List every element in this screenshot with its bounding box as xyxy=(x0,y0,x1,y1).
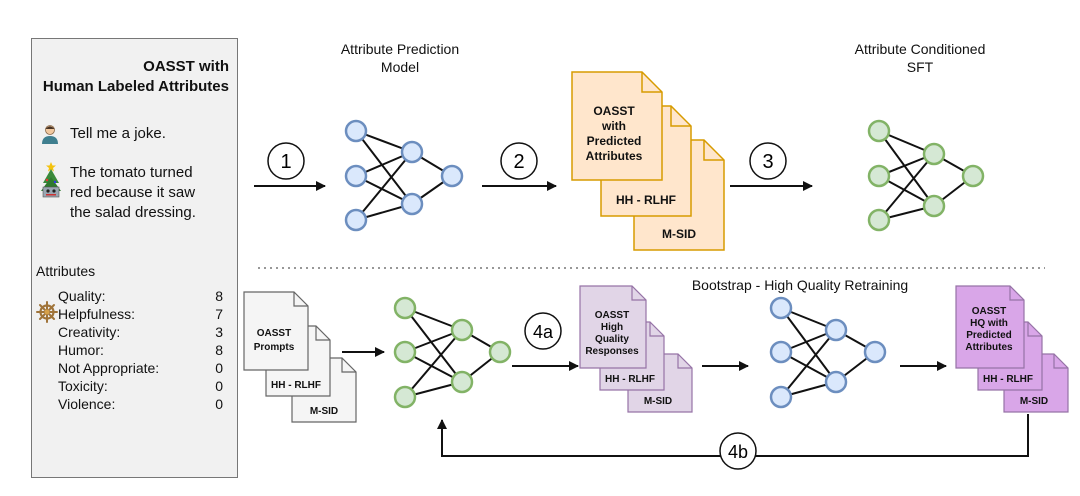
attribute-value: 0 xyxy=(215,360,223,376)
bot-message-line2: red because it saw xyxy=(70,184,196,201)
attributes-list: Quality: 8 Helpfulness: 7 Creativity: 3 … xyxy=(58,287,223,413)
doc-oasst-hq-responses: OASST High Quality Responses xyxy=(579,285,647,369)
attribute-value: 3 xyxy=(215,324,223,340)
step-1-label: 1 xyxy=(280,151,291,173)
step-3-badge: 3 xyxy=(749,142,787,180)
high-quality-responses-doc-stack: M-SID HH - RLHF OASST High Quality Respo… xyxy=(579,285,693,413)
bootstrap-sft-network xyxy=(393,296,512,409)
doc-label-line2: HQ with xyxy=(970,318,1008,329)
panel-title-line1: OASST with xyxy=(143,58,229,75)
ship-wheel-icon xyxy=(36,301,58,323)
attribute-row-toxicity: Toxicity: 0 xyxy=(58,377,223,395)
attribute-value: 0 xyxy=(215,396,223,412)
retrained-attribute-prediction-network xyxy=(769,296,887,409)
bootstrap-caption: Bootstrap - High Quality Retraining xyxy=(691,277,909,293)
doc-oasst-hq-predicted: OASST HQ with Predicted Attributes xyxy=(955,285,1025,369)
assistant-tree-icon xyxy=(41,162,61,198)
doc-oasst-prompts: OASST Prompts xyxy=(243,291,309,371)
doc-oasst-predicted: OASST with Predicted Attributes xyxy=(571,71,663,181)
doc-label-m-sid: M-SID xyxy=(310,406,338,417)
doc-label-line2: High xyxy=(601,322,623,333)
hq-predicted-attributes-doc-stack: M-SID HH - RLHF OASST HQ with Predicted … xyxy=(955,285,1069,413)
step-4a-badge: 4a xyxy=(524,312,562,350)
attribute-conditioned-sft-caption: Attribute Conditioned SFT xyxy=(820,40,1020,76)
doc-label-m-sid: M-SID xyxy=(1020,396,1048,407)
doc-label-line4: Attributes xyxy=(965,342,1013,353)
attribute-name: Violence: xyxy=(58,396,116,412)
attribute-name: Toxicity: xyxy=(58,378,108,394)
attribute-value: 7 xyxy=(215,306,223,322)
attribute-row-helpfulness: Helpfulness: 7 xyxy=(58,305,223,323)
attribute-row-violence: Violence: 0 xyxy=(58,395,223,413)
doc-label-line4: Attributes xyxy=(586,149,643,163)
attribute-name: Creativity: xyxy=(58,324,121,340)
doc-label-line1: OASST xyxy=(593,104,635,118)
doc-label-line4: Responses xyxy=(585,346,639,357)
caption-line1: Attribute Conditioned xyxy=(854,41,986,57)
doc-label-line1: OASST xyxy=(595,310,629,321)
attribute-row-quality: Quality: 8 xyxy=(58,287,223,305)
user-avatar-icon xyxy=(42,125,58,144)
user-chat-row: Tell me a joke. xyxy=(40,124,166,150)
panel-title-line2: Human Labeled Attributes xyxy=(42,78,229,95)
doc-label-hh-rlhf: HH - RLHF xyxy=(271,380,321,391)
doc-label-line3: Predicted xyxy=(966,330,1012,341)
attribute-prediction-network xyxy=(344,119,464,232)
attribute-row-creativity: Creativity: 3 xyxy=(58,323,223,341)
caption-line2: SFT xyxy=(906,59,934,75)
doc-label-line3: Quality xyxy=(595,334,629,345)
doc-label-m-sid: M-SID xyxy=(644,396,672,407)
bot-message: The tomato turned red because it saw the… xyxy=(70,163,196,223)
attribute-name: Helpfulness: xyxy=(58,306,136,322)
step-2-label: 2 xyxy=(513,151,524,173)
attribute-name: Humor: xyxy=(58,342,104,358)
step-2-badge: 2 xyxy=(500,142,538,180)
step-1-badge: 1 xyxy=(267,142,305,180)
doc-label-hh-rlhf: HH - RLHF xyxy=(616,193,676,207)
panel-title: OASST with Human Labeled Attributes xyxy=(43,57,229,97)
doc-label-line1: OASST xyxy=(972,306,1006,317)
oasst-human-labeled-panel: OASST with Human Labeled Attributes Tell… xyxy=(31,38,238,478)
predicted-attributes-doc-stack: M-SID HH - RLHF OASST with Predicted Att… xyxy=(571,71,725,251)
bot-chat-row: The tomato turned red because it saw the… xyxy=(40,161,196,221)
caption-line2: Model xyxy=(380,59,420,75)
doc-label-line2: with xyxy=(601,119,626,133)
attribute-value: 0 xyxy=(215,378,223,394)
doc-label-hh-rlhf: HH - RLHF xyxy=(983,374,1033,385)
attribute-name: Quality: xyxy=(58,288,106,304)
attribute-row-humor: Humor: 8 xyxy=(58,341,223,359)
attribute-value: 8 xyxy=(215,288,223,304)
doc-label-hh-rlhf: HH - RLHF xyxy=(605,374,655,385)
caption-line1: Attribute Prediction xyxy=(340,41,460,57)
attribute-row-not-appropriate: Not Appropriate: 0 xyxy=(58,359,223,377)
doc-label-line1: OASST xyxy=(257,328,291,339)
doc-label-m-sid: M-SID xyxy=(662,227,696,241)
doc-label-line3: Predicted xyxy=(587,134,642,148)
attribute-value: 8 xyxy=(215,342,223,358)
step-3-label: 3 xyxy=(762,151,773,173)
step-4b-badge: 4b xyxy=(719,432,757,470)
user-message: Tell me a joke. xyxy=(70,125,166,142)
attributes-heading: Attributes xyxy=(36,263,96,279)
bot-message-line3: the salad dressing. xyxy=(70,204,196,221)
doc-label-line2: Prompts xyxy=(254,342,295,353)
step-4b-label: 4b xyxy=(728,442,748,462)
step-4a-label: 4a xyxy=(533,322,554,342)
attribute-conditioned-sft-network xyxy=(867,119,985,232)
prompts-doc-stack: M-SID HH - RLHF OASST Prompts xyxy=(243,291,357,423)
attribute-name: Not Appropriate: xyxy=(58,360,160,376)
bot-message-line1: The tomato turned xyxy=(70,164,193,181)
attribute-prediction-model-caption: Attribute Prediction Model xyxy=(300,40,500,76)
